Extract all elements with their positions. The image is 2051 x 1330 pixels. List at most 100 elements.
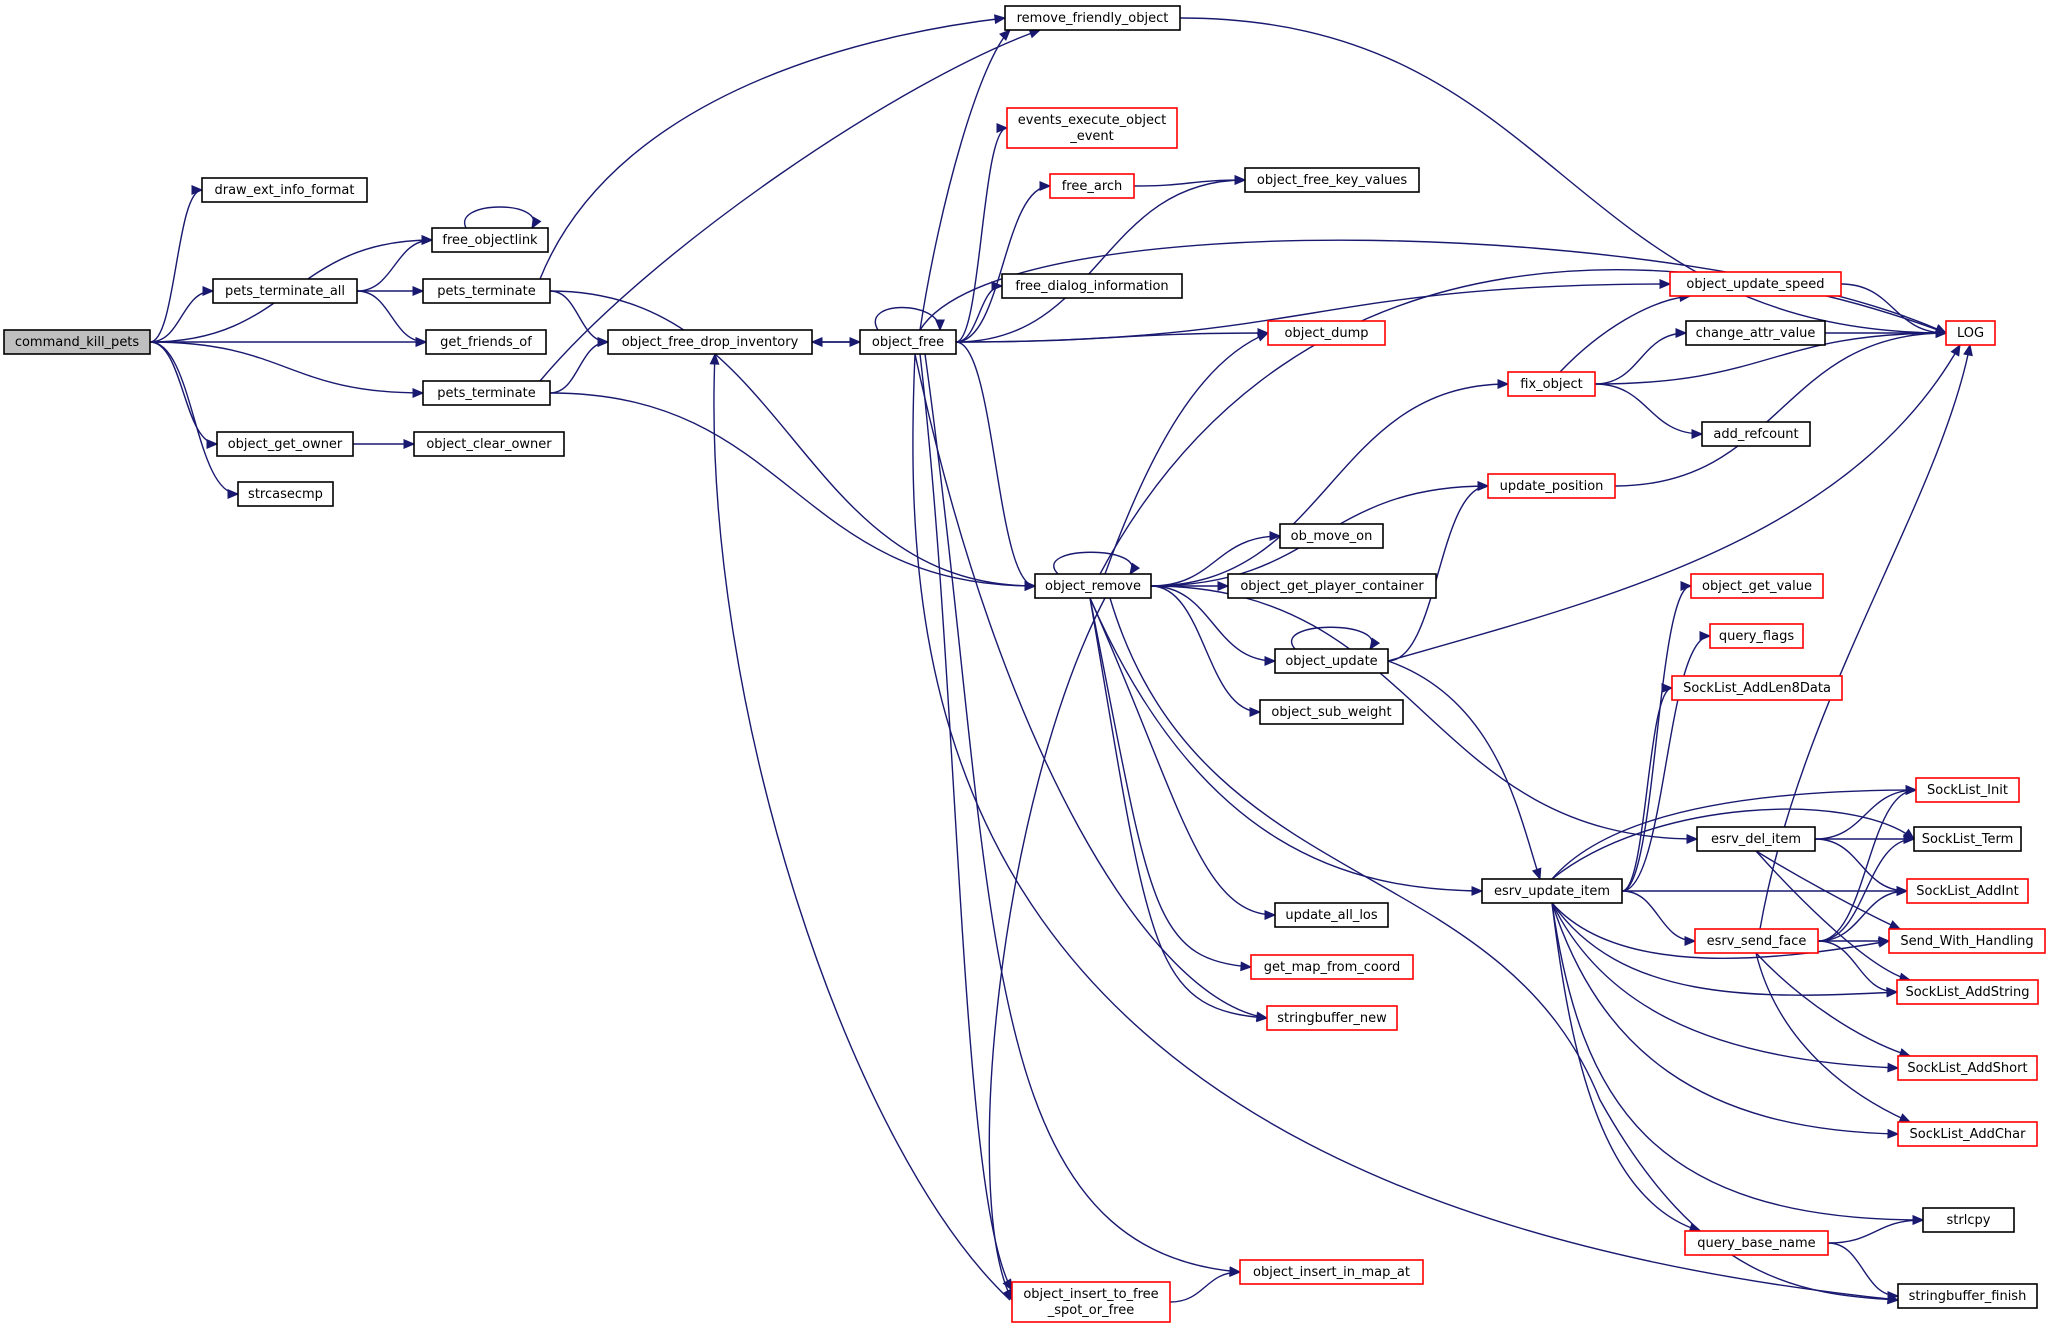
node-ob-move-on[interactable]: ob_move_on <box>1279 523 1384 549</box>
node-update-position[interactable]: update_position <box>1487 473 1616 499</box>
node-object-free-drop-inventory[interactable]: object_free_drop_inventory <box>607 329 813 355</box>
edge-object-update-to-object-update <box>1291 626 1381 651</box>
node-label: pets_terminate_all <box>225 284 345 299</box>
edge-object-update-to-log <box>1387 343 1961 662</box>
node-object-remove[interactable]: object_remove <box>1034 573 1152 599</box>
node-esrv-del-item[interactable]: esrv_del_item <box>1696 826 1816 852</box>
node-object-get-value[interactable]: object_get_value <box>1690 573 1824 599</box>
node-query-base-name[interactable]: query_base_name <box>1684 1230 1829 1256</box>
edge-pets-terminate-all-to-get-friends-of <box>356 290 428 347</box>
edge-object-free-to-object-free <box>874 306 945 332</box>
node-object-free-key-values[interactable]: object_free_key_values <box>1244 167 1420 193</box>
node-box <box>1049 173 1135 199</box>
node-socklist-addint[interactable]: SockList_AddInt <box>1906 878 2029 904</box>
node-box <box>1913 826 2022 852</box>
node-object-free[interactable]: object_free <box>859 329 957 355</box>
node-stringbuffer-new[interactable]: stringbuffer_new <box>1266 1005 1398 1031</box>
edge-object-free-to-object-insert-to-free-spot-or-free <box>919 353 1013 1292</box>
node-send-with-handling[interactable]: Send_With_Handling <box>1888 928 2046 954</box>
node-socklist-addchar[interactable]: SockList_AddChar <box>1897 1121 2038 1147</box>
edge-fix-object-to-add-refcount <box>1594 383 1704 439</box>
node-esrv-send-face[interactable]: esrv_send_face <box>1694 928 1819 954</box>
edge-esrv-send-face-to-socklist-addint <box>1817 886 1909 942</box>
node-box <box>201 177 368 203</box>
node-label: strcasecmp <box>248 487 323 502</box>
node-log[interactable]: LOG <box>1945 320 1996 346</box>
node-events-execute-object-event[interactable]: events_execute_object_event <box>1006 107 1178 149</box>
node-pets-terminate-b[interactable]: pets_terminate <box>422 380 551 406</box>
node-change-attr-value[interactable]: change_attr_value <box>1685 320 1826 346</box>
node-update-all-los[interactable]: update_all_los <box>1274 902 1389 928</box>
node-strcasecmp[interactable]: strcasecmp <box>237 481 334 507</box>
node-label: get_friends_of <box>440 335 532 350</box>
edge-object-remove-to-esrv-del-item <box>1150 585 1699 844</box>
node-pets-terminate-all[interactable]: pets_terminate_all <box>212 278 358 304</box>
node-socklist-addlen8data[interactable]: SockList_AddLen8Data <box>1671 675 1843 701</box>
node-box <box>1696 826 1816 852</box>
edge-fix-object-to-change-attr-value <box>1594 328 1688 385</box>
edge-object-remove-to-stringbuffer-new <box>1089 597 1269 1023</box>
node-get-map-from-coord[interactable]: get_map_from_coord <box>1250 954 1414 980</box>
node-object-update[interactable]: object_update <box>1274 648 1389 674</box>
node-get-friends-of[interactable]: get_friends_of <box>425 329 547 355</box>
edge-pets-terminate-b-to-object-remove <box>549 392 1037 591</box>
edge-object-free-to-free-arch <box>955 181 1052 343</box>
node-object-get-player-container[interactable]: object_get_player_container <box>1227 573 1437 599</box>
node-object-sub-weight[interactable]: object_sub_weight <box>1259 699 1404 725</box>
node-object-get-owner[interactable]: object_get_owner <box>216 431 354 457</box>
node-strlcpy[interactable]: strlcpy <box>1922 1207 2015 1233</box>
node-object-clear-owner[interactable]: object_clear_owner <box>413 431 565 457</box>
node-object-dump[interactable]: object_dump <box>1267 320 1386 346</box>
edge-object-free-to-object-remove <box>955 341 1037 591</box>
node-free-dialog-information[interactable]: free_dialog_information <box>1001 273 1183 299</box>
node-object-update-speed[interactable]: object_update_speed <box>1669 271 1842 297</box>
node-command-kill-pets[interactable]: command_kill_pets <box>3 329 151 355</box>
node-remove-friendly-object[interactable]: remove_friendly_object <box>1004 5 1181 31</box>
node-box <box>1011 1281 1171 1323</box>
node-free-arch[interactable]: free_arch <box>1049 173 1135 199</box>
node-fix-object[interactable]: fix_object <box>1507 371 1596 397</box>
node-label: LOG <box>1957 326 1984 341</box>
node-stringbuffer-finish[interactable]: stringbuffer_finish <box>1897 1283 2038 1309</box>
node-label: esrv_update_item <box>1494 884 1610 899</box>
node-label: SockList_AddLen8Data <box>1683 681 1831 696</box>
node-object-insert-to-free-spot-or-free[interactable]: object_insert_to_free_spot_or_free <box>1011 1281 1171 1323</box>
edge-object-remove-to-object-dump <box>1104 332 1270 575</box>
edge-object-free-to-object-free-key-values <box>955 175 1247 343</box>
node-box <box>1897 1055 2038 1081</box>
node-socklist-term[interactable]: SockList_Term <box>1913 826 2022 852</box>
node-object-insert-in-map-at[interactable]: object_insert_in_map_at <box>1239 1259 1424 1285</box>
edge-command-kill-pets-to-object-get-owner <box>149 341 219 449</box>
node-box <box>1671 675 1843 701</box>
node-esrv-update-item[interactable]: esrv_update_item <box>1481 878 1623 904</box>
edge-object-get-owner-to-object-clear-owner <box>353 439 416 449</box>
node-box <box>607 329 813 355</box>
node-socklist-init[interactable]: SockList_Init <box>1915 777 2020 803</box>
node-label: object_remove <box>1045 579 1141 594</box>
node-pets-terminate-a[interactable]: pets_terminate <box>422 278 551 304</box>
node-query-flags[interactable]: query_flags <box>1709 623 1804 649</box>
node-box <box>1004 5 1181 31</box>
node-label: SockList_Init <box>1927 783 2008 798</box>
edge-pets-terminate-b-to-remove-friendly-object <box>539 28 1042 382</box>
edge-object-update-speed-to-log <box>1840 283 1948 338</box>
node-label: SockList_Term <box>1922 832 2014 847</box>
nodes-layer: command_kill_petsdraw_ext_info_formatfre… <box>3 5 2046 1323</box>
edges-layer <box>149 14 1973 1305</box>
node-draw-ext-info-format[interactable]: draw_ext_info_format <box>201 177 368 203</box>
node-free-objectlink[interactable]: free_objectlink <box>431 227 549 253</box>
node-socklist-addshort[interactable]: SockList_AddShort <box>1897 1055 2038 1081</box>
node-label: free_dialog_information <box>1015 279 1168 294</box>
edge-esrv-send-face-to-socklist-addchar <box>1755 952 1912 1123</box>
node-box <box>1701 421 1811 447</box>
edge-query-base-name-to-strlcpy <box>1827 1215 1925 1244</box>
node-label: esrv_del_item <box>1711 832 1801 847</box>
node-label: object_get_value <box>1702 579 1812 594</box>
node-socklist-addstring[interactable]: SockList_AddString <box>1896 979 2039 1005</box>
edge-esrv-update-item-to-socklist-addshort <box>1551 902 1900 1073</box>
node-add-refcount[interactable]: add_refcount <box>1701 421 1811 447</box>
node-box <box>413 431 565 457</box>
edge-esrv-update-item-to-socklist-addlen8data <box>1621 683 1674 892</box>
node-label: object_sub_weight <box>1271 705 1391 720</box>
